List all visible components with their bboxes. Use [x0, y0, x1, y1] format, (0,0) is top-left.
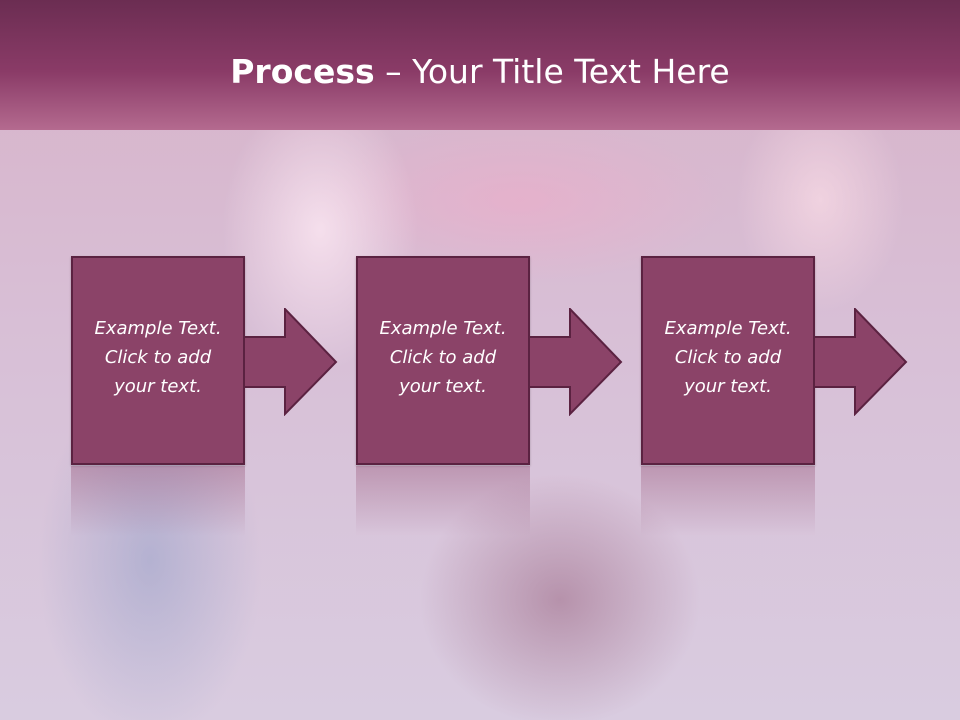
right-arrow-icon: [529, 308, 623, 416]
step-3-reflection: [641, 466, 815, 536]
process-step-3[interactable]: Example Text. Click to add your text.: [641, 256, 815, 465]
step-2-reflection: [356, 466, 530, 536]
process-step-2[interactable]: Example Text. Click to add your text.: [356, 256, 530, 465]
step-3-text[interactable]: Example Text. Click to add your text.: [664, 318, 792, 397]
slide-title[interactable]: Process – Your Title Text Here: [0, 52, 960, 91]
title-rest: – Your Title Text Here: [374, 52, 730, 91]
title-bold: Process: [230, 52, 375, 91]
step-1-text[interactable]: Example Text. Click to add your text.: [94, 318, 222, 397]
right-arrow-icon: [814, 308, 908, 416]
step-2-text[interactable]: Example Text. Click to add your text.: [379, 318, 507, 397]
header-band: [0, 0, 960, 130]
process-step-1[interactable]: Example Text. Click to add your text.: [71, 256, 245, 465]
right-arrow-icon: [244, 308, 338, 416]
step-1-reflection: [71, 466, 245, 536]
